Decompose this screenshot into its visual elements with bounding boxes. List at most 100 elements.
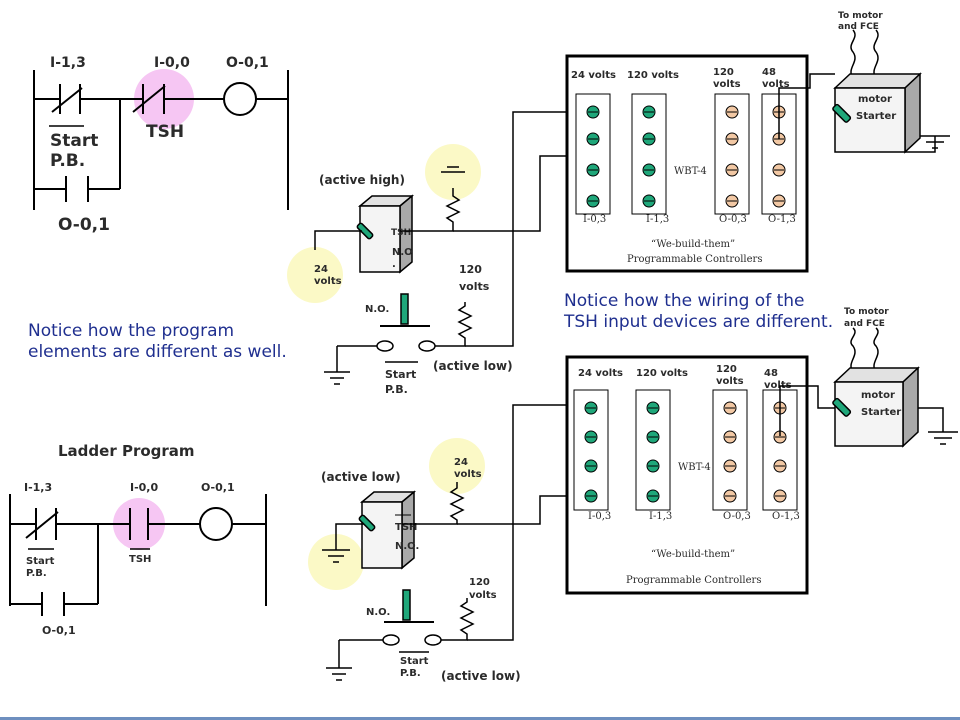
label-i13: I-1,3 [50, 55, 86, 71]
supply-24v-highlight [429, 438, 485, 494]
header-volts: volts [764, 380, 792, 391]
label-wbt: WBT-4 [678, 462, 711, 473]
header-24v: 24 volts [571, 70, 616, 81]
program-note: Notice how the program elements are diff… [28, 321, 287, 363]
tsh-switch-bottom [359, 490, 417, 570]
ladder-program-title: Ladder Program [58, 442, 195, 460]
label-24v: 24 [314, 264, 328, 275]
label-tsh: TSH [129, 554, 151, 565]
label-pb: P.B. [50, 151, 85, 171]
label-i13: I-1,3 [24, 481, 52, 494]
terminal-o03: O-0,3 [723, 511, 751, 522]
wiring-note-line1: Notice how the wiring of the [564, 291, 805, 311]
label-pb: P.B. [400, 668, 421, 679]
label-start: Start [385, 368, 416, 381]
terminal-o03: O-0,3 [719, 214, 747, 225]
slide-bottom-border [0, 717, 960, 720]
label-24v: 24 [454, 457, 468, 468]
label-starter: Starter [861, 407, 901, 418]
header-120: 120 [716, 364, 737, 375]
label-and-fce: and FCE [844, 319, 885, 329]
label-i00: I-0,0 [130, 481, 158, 494]
label-active-low: (active low) [433, 359, 513, 373]
header-24v: 24 volts [578, 368, 623, 379]
label-motor: motor [858, 94, 892, 105]
supply-24v-highlight [287, 247, 343, 303]
header-48: 48 [764, 368, 778, 379]
label-starter: Starter [856, 111, 896, 122]
label-tsh: TSH [146, 122, 184, 142]
label-motor: motor [861, 390, 895, 401]
label-pb-no: N.O. [365, 304, 389, 315]
plc-brand: “We-build-them” [651, 239, 735, 250]
program-note-line1: Notice how the program [28, 321, 235, 341]
ladder-top [33, 69, 289, 210]
label-and-fce: and FCE [838, 22, 879, 32]
label-active-low: (active low) [441, 669, 521, 683]
output-coil [223, 82, 257, 116]
wiring-bottom [322, 404, 589, 681]
label-volts: volts [314, 276, 342, 287]
tsh-sensor-element [356, 222, 374, 240]
tsh-highlight [113, 498, 165, 550]
label-branch: O-0,1 [42, 624, 76, 637]
start-pushbutton-top [376, 293, 436, 352]
start-pushbutton-bottom [382, 589, 442, 646]
label-120: 120 [459, 263, 482, 276]
wiring-note-line2: TSH input devices are different. [564, 312, 834, 332]
program-note-line2: elements are different as well. [28, 342, 287, 362]
wiring-note: Notice how the wiring of the TSH input d… [564, 291, 833, 333]
label-pb: P.B. [385, 383, 408, 396]
output-wiring-bottom [779, 327, 958, 445]
label-start: Start [26, 556, 55, 567]
label-i00: I-0,0 [154, 55, 190, 71]
header-120v: 120 volts [636, 368, 688, 379]
label-to-motor: To motor [844, 307, 889, 317]
plc-bottom-terminals [584, 401, 787, 503]
label-volts: volts [459, 280, 490, 293]
label-wbt: WBT-4 [674, 166, 707, 177]
wiring-top [314, 111, 587, 385]
plc-top-terminals [586, 105, 786, 208]
terminal-i03: I-0,3 [583, 214, 606, 225]
terminal-o13: O-1,3 [768, 214, 796, 225]
terminal-o13: O-1,3 [772, 511, 800, 522]
label-pb: P.B. [26, 568, 47, 579]
terminal-i03: I-0,3 [588, 511, 611, 522]
motor-starter-top [832, 72, 922, 154]
motor-starter-bottom [832, 366, 920, 448]
label-no-dot: . [392, 259, 396, 270]
plc-product: Programmable Controllers [627, 254, 762, 265]
tsh-sensor-element [358, 514, 376, 532]
output-coil [199, 507, 233, 541]
label-active-high: (active high) [319, 173, 405, 187]
label-branch: O-0,1 [58, 215, 110, 235]
ladder-bottom [9, 494, 267, 616]
label-o01: O-0,1 [201, 481, 235, 494]
label-tsh: TSH [395, 522, 417, 533]
plc-brand: “We-build-them” [651, 549, 735, 560]
label-tsh: TSH [391, 228, 411, 238]
label-to-motor: To motor [838, 11, 883, 21]
header-48: 48 [762, 67, 776, 78]
label-start: Start [400, 656, 429, 667]
terminal-i13: I-1,3 [649, 511, 672, 522]
output-wiring-top [778, 29, 950, 153]
terminal-i13: I-1,3 [646, 214, 669, 225]
label-no: N.O [392, 247, 413, 258]
header-volts: volts [716, 376, 744, 387]
label-volts: volts [469, 590, 497, 601]
header-volts: volts [762, 79, 790, 90]
tsh-switch-top [357, 194, 415, 274]
label-o01: O-0,1 [226, 55, 269, 71]
header-120v: 120 volts [627, 70, 679, 81]
plc-product: Programmable Controllers [626, 575, 761, 586]
label-active-low-tsh: (active low) [321, 470, 401, 484]
label-120: 120 [469, 577, 490, 588]
label-start: Start [50, 131, 98, 151]
label-volts: volts [454, 469, 482, 480]
label-no: N.O. [395, 541, 419, 552]
header-volts: volts [713, 79, 741, 90]
